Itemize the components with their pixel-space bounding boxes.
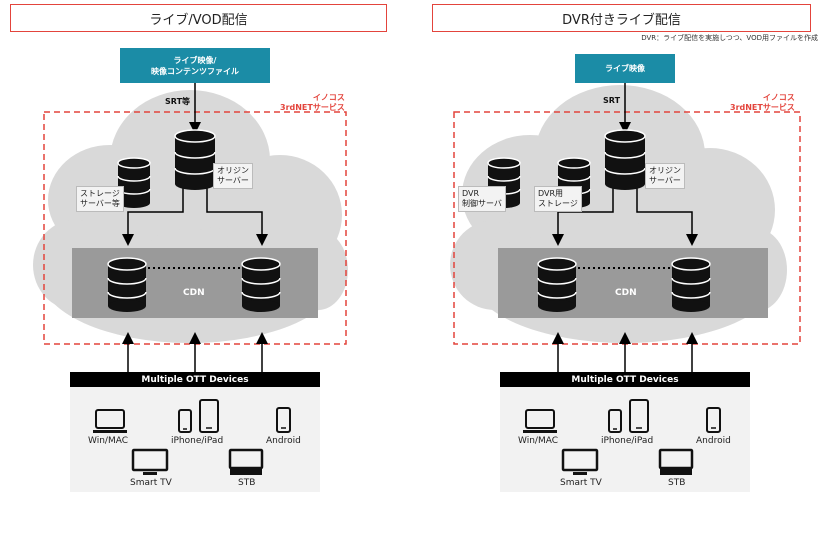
protocol-label: SRT [603,96,621,105]
laptop-icon [523,409,557,433]
dvr-note: DVR：ライブ配信を実施しつつ、VOD用ファイルを作成 [641,34,818,42]
origin-db-icon [604,129,646,190]
service-boundary [453,111,801,345]
android-phone-icon [706,407,721,433]
tv-icon [131,448,169,475]
service-label-line1: イノコス [762,93,795,102]
device-label-iphone-ipad: iPhone/iPad [171,436,224,446]
dvr-storage-label-line2: ストレージ [538,199,578,208]
tablet-icon [629,399,649,433]
device-label-android: Android [266,436,301,446]
dvr-control-label-line2: 制御サーバ [462,199,502,208]
storage-server-label: ストレージ サーバー等 [76,186,124,212]
android-phone-icon [276,407,291,433]
dvr-storage-label-line1: DVR用 [538,189,564,198]
panel-live-vod: ライブ/VOD配信 [10,4,387,492]
device-label-smart-tv: Smart TV [560,478,602,488]
live-source-box: ライブ映像/映像コンテンツファイル [120,48,270,83]
service-label-line2: 3rdNETサービス [280,103,345,112]
cdn-label: CDN [183,288,205,298]
cdn-edge-db-icon [241,257,281,312]
smartphone-icon [608,409,622,433]
dvr-storage-label: DVR用 ストレージ [534,186,582,212]
cdn-edge-db-icon [537,257,577,312]
stb-icon [658,448,694,475]
service-label: イノコス 3rdNETサービス [730,93,795,113]
source-label-line1: ライブ映像 [605,64,645,73]
panel-dvr-live: DVR付きライブ配信 DVR：ライブ配信を実施しつつ、VOD用ファイルを作成 [410,0,820,540]
storage-label-line1: ストレージ [80,189,120,198]
origin-label-line2: サーバー [217,176,249,185]
devices-title-bar: Multiple OTT Devices [70,372,320,387]
device-label-iphone-ipad: iPhone/iPad [601,436,654,446]
smartphone-icon [178,409,192,433]
origin-db-icon [174,129,216,190]
source-label-line2: 映像コンテンツファイル [151,66,239,76]
cdn-edge-db-icon [671,257,711,312]
device-label-android: Android [696,436,731,446]
dvr-control-label: DVR 制御サーバ [458,186,506,212]
tablet-icon [199,399,219,433]
device-label-win-mac: Win/MAC [88,436,128,446]
origin-label-line2: サーバー [649,176,681,185]
storage-label-line2: サーバー等 [80,199,120,208]
panel-title: ライブ/VOD配信 [10,4,387,32]
source-label-line1: ライブ映像/ [173,55,217,65]
cdn-label: CDN [615,288,637,298]
origin-label-line1: オリジン [217,166,249,175]
protocol-label: SRT等 [165,97,191,106]
panel-title: DVR付きライブ配信 [432,4,811,32]
cdn-edge-db-icon [107,257,147,312]
service-label-line1: イノコス [312,93,345,102]
dvr-control-label-line1: DVR [462,189,480,198]
device-label-stb: STB [238,478,256,488]
origin-server-label: オリジン サーバー [645,163,685,189]
origin-server-label: オリジン サーバー [213,163,253,189]
laptop-icon [93,409,127,433]
service-label: イノコス 3rdNETサービス [280,93,345,113]
device-label-win-mac: Win/MAC [518,436,558,446]
tv-icon [561,448,599,475]
device-label-smart-tv: Smart TV [130,478,172,488]
service-label-line2: 3rdNETサービス [730,103,795,112]
device-label-stb: STB [668,478,686,488]
stb-icon [228,448,264,475]
live-source-box: ライブ映像 [575,54,675,83]
origin-label-line1: オリジン [649,166,681,175]
diagram-canvas-left [33,83,348,475]
devices-title-bar: Multiple OTT Devices [500,372,750,387]
